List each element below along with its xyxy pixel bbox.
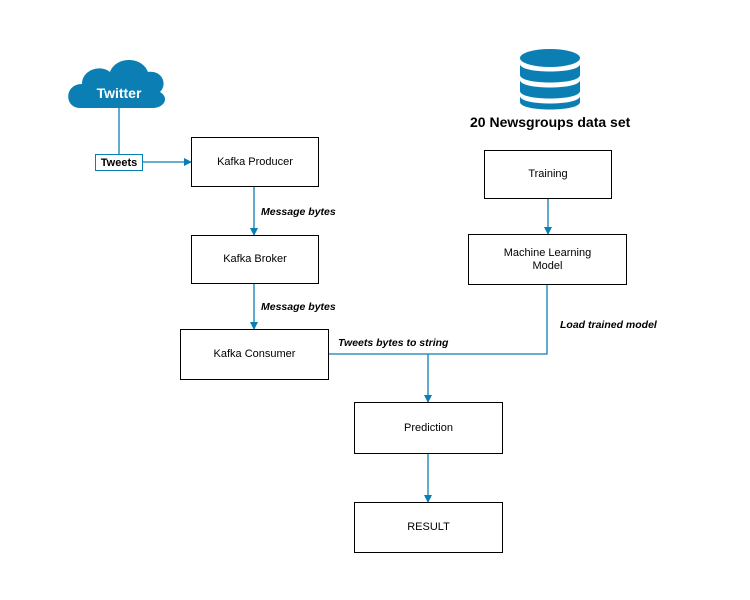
twitter-label: Twitter	[96, 85, 142, 101]
database-icon	[520, 49, 580, 110]
ml-model-node: Machine Learning Model	[468, 234, 627, 285]
tweets-tag: Tweets	[95, 154, 143, 171]
kafka-broker-node: Kafka Broker	[191, 235, 319, 284]
prediction-node: Prediction	[354, 402, 503, 454]
edge-label-tweets-to-string: Tweets bytes to string	[338, 337, 449, 349]
edge-consumer-junction	[329, 285, 548, 355]
dataset-label: 20 Newsgroups data set	[470, 114, 631, 130]
result-node: RESULT	[354, 502, 503, 553]
training-node: Training	[484, 150, 612, 199]
edge-label-message-bytes-2: Message bytes	[261, 301, 336, 313]
cloud-icon	[68, 60, 166, 108]
kafka-producer-node: Kafka Producer	[191, 137, 319, 187]
edge-label-load-trained-model: Load trained model	[560, 319, 657, 331]
edge-label-message-bytes-1: Message bytes	[261, 206, 336, 218]
kafka-consumer-node: Kafka Consumer	[180, 329, 329, 380]
